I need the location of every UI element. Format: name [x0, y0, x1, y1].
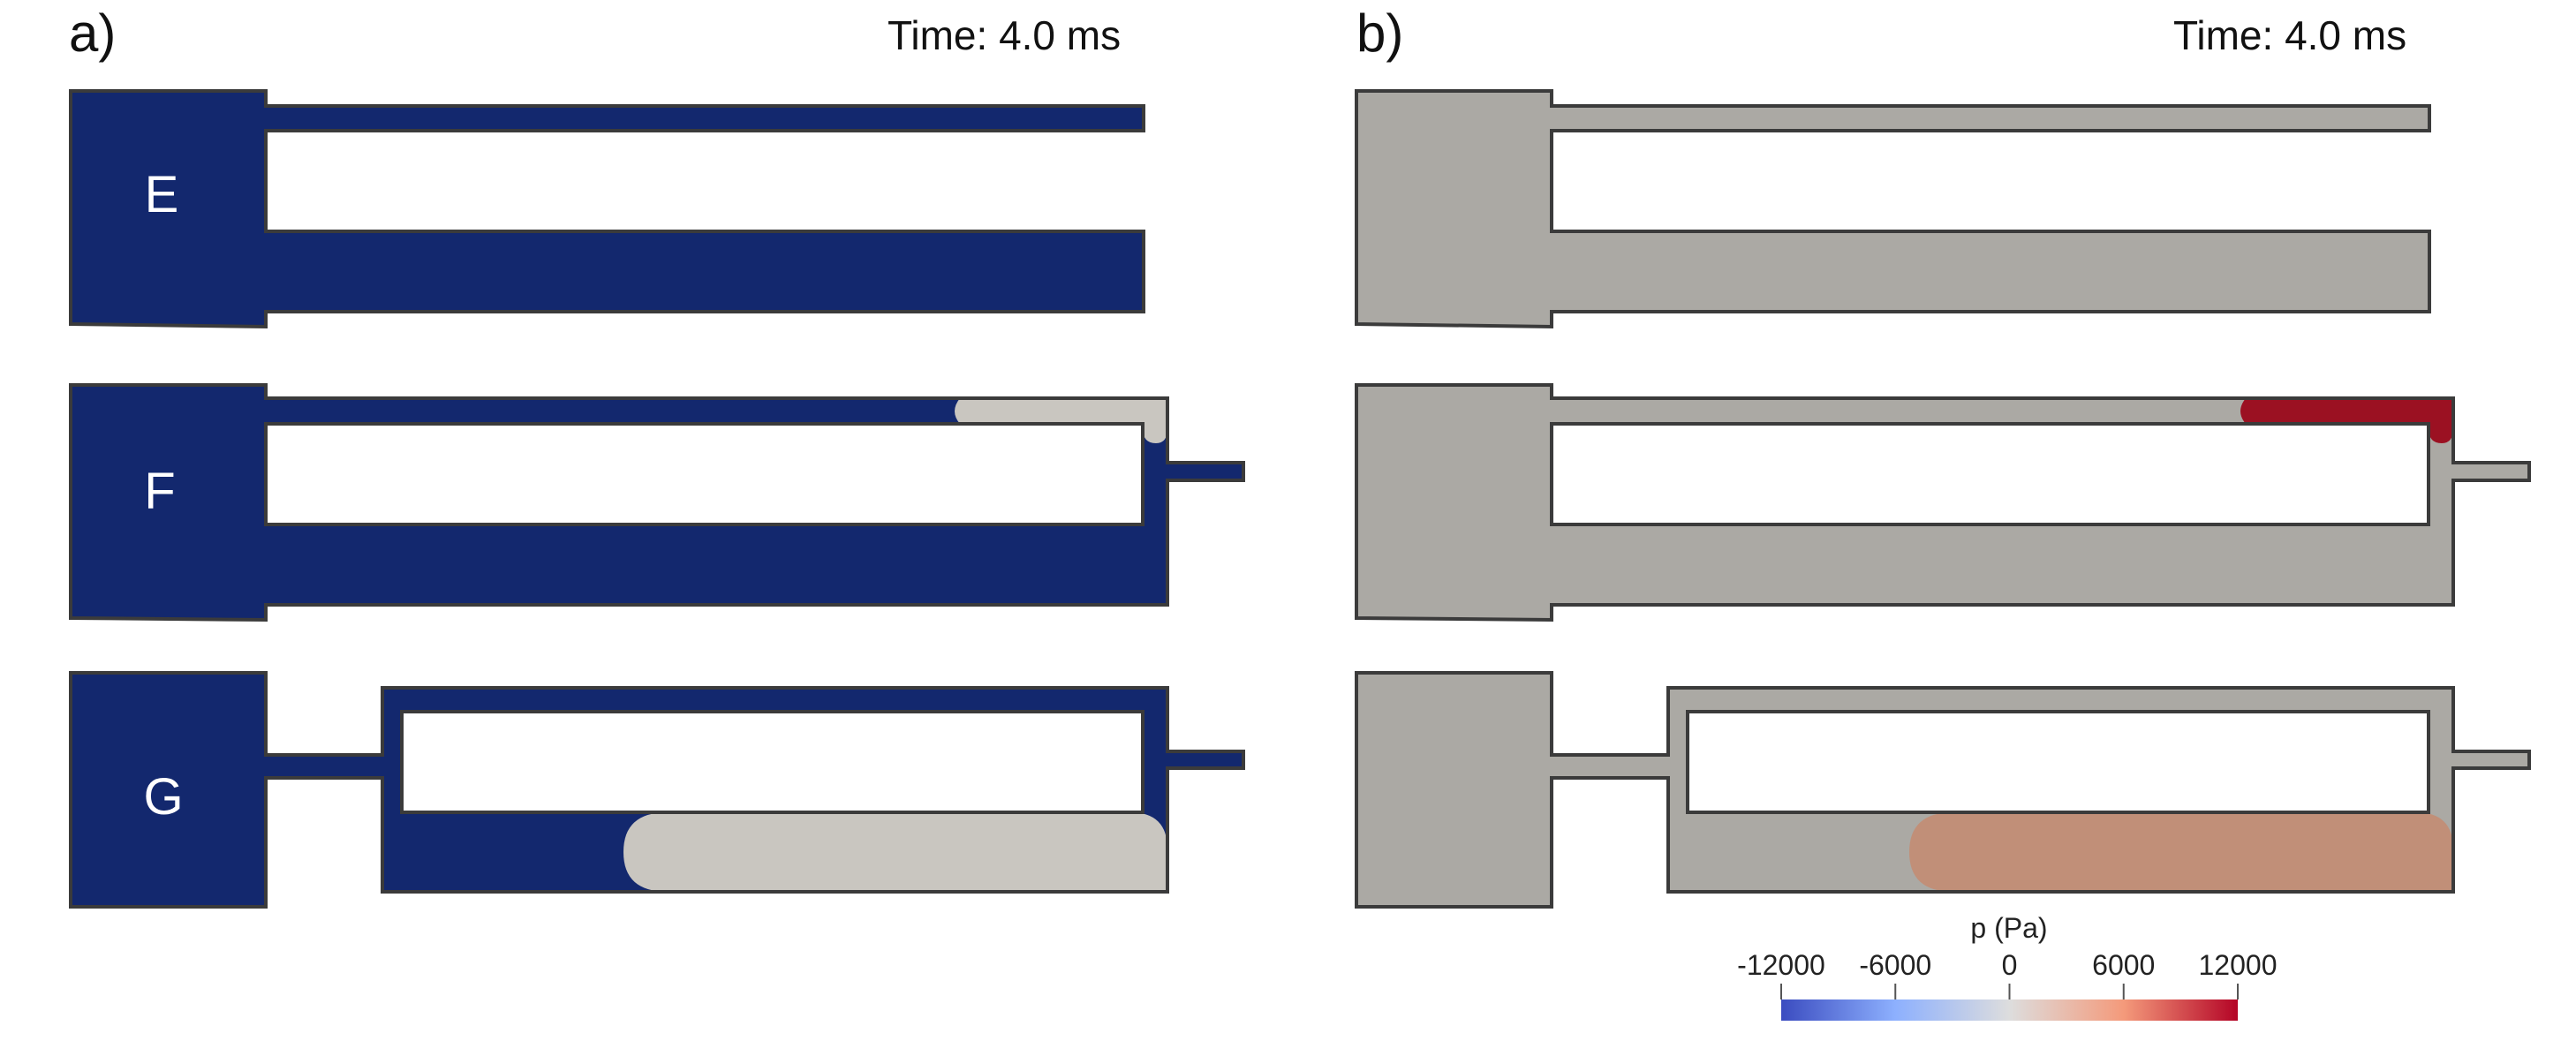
panel-a-letter: a)	[69, 4, 116, 63]
colorbar-ticks: -12000 -6000 0 6000 12000	[1737, 949, 2277, 999]
panel-b: b) Time: 4.0 ms	[1355, 4, 2531, 909]
air-region	[955, 398, 1167, 443]
colorbar-tick-label: 12000	[2199, 949, 2278, 981]
panel-b-time-label: Time: 4.0 ms	[2173, 12, 2406, 58]
panel-b-geometry-e	[1355, 89, 2431, 329]
row-label-e: E	[145, 166, 179, 223]
pressure-region	[1356, 91, 2429, 327]
row-label-f: F	[144, 463, 175, 520]
solid-block	[400, 710, 1144, 814]
domain-outline	[1355, 89, 2431, 329]
colorbar-tick-label: 6000	[2092, 949, 2155, 981]
domain-outline	[69, 671, 1245, 909]
panel-b-letter: b)	[1356, 4, 1403, 63]
row-label-g: G	[143, 768, 183, 826]
panel-a-geometry-f: F	[69, 383, 1245, 622]
panel-a-time-label: Time: 4.0 ms	[888, 12, 1121, 58]
solid-block	[264, 422, 1144, 526]
moderate-pressure-region	[1909, 812, 2453, 892]
panel-a-geometry-g: G	[69, 671, 1245, 909]
colorbar: p (Pa) -12000 -6000 0 6000 12000	[1737, 912, 2277, 1021]
colorbar-tick-label: -6000	[1859, 949, 1931, 981]
panel-a-geometry-e: E	[69, 89, 1145, 329]
domain-outline	[69, 383, 1245, 622]
domain-outline	[1355, 383, 2531, 622]
domain-outline	[1355, 671, 2531, 909]
panel-b-geometry-g	[1355, 671, 2531, 909]
panel-b-geometry-f	[1355, 383, 2531, 622]
colorbar-tick-label: -12000	[1737, 949, 1825, 981]
domain-outline	[69, 89, 1145, 329]
solid-block	[1550, 422, 2430, 526]
colorbar-tick-label: 0	[2002, 949, 2018, 981]
high-pressure-region	[2240, 398, 2453, 443]
colorbar-gradient	[1781, 999, 2238, 1021]
solid-block	[1686, 710, 2430, 814]
colorbar-title: p (Pa)	[1970, 912, 2047, 944]
panel-a: a) Time: 4.0 ms E F	[69, 4, 1245, 909]
fluid-region	[71, 91, 1144, 327]
air-region	[623, 812, 1167, 892]
